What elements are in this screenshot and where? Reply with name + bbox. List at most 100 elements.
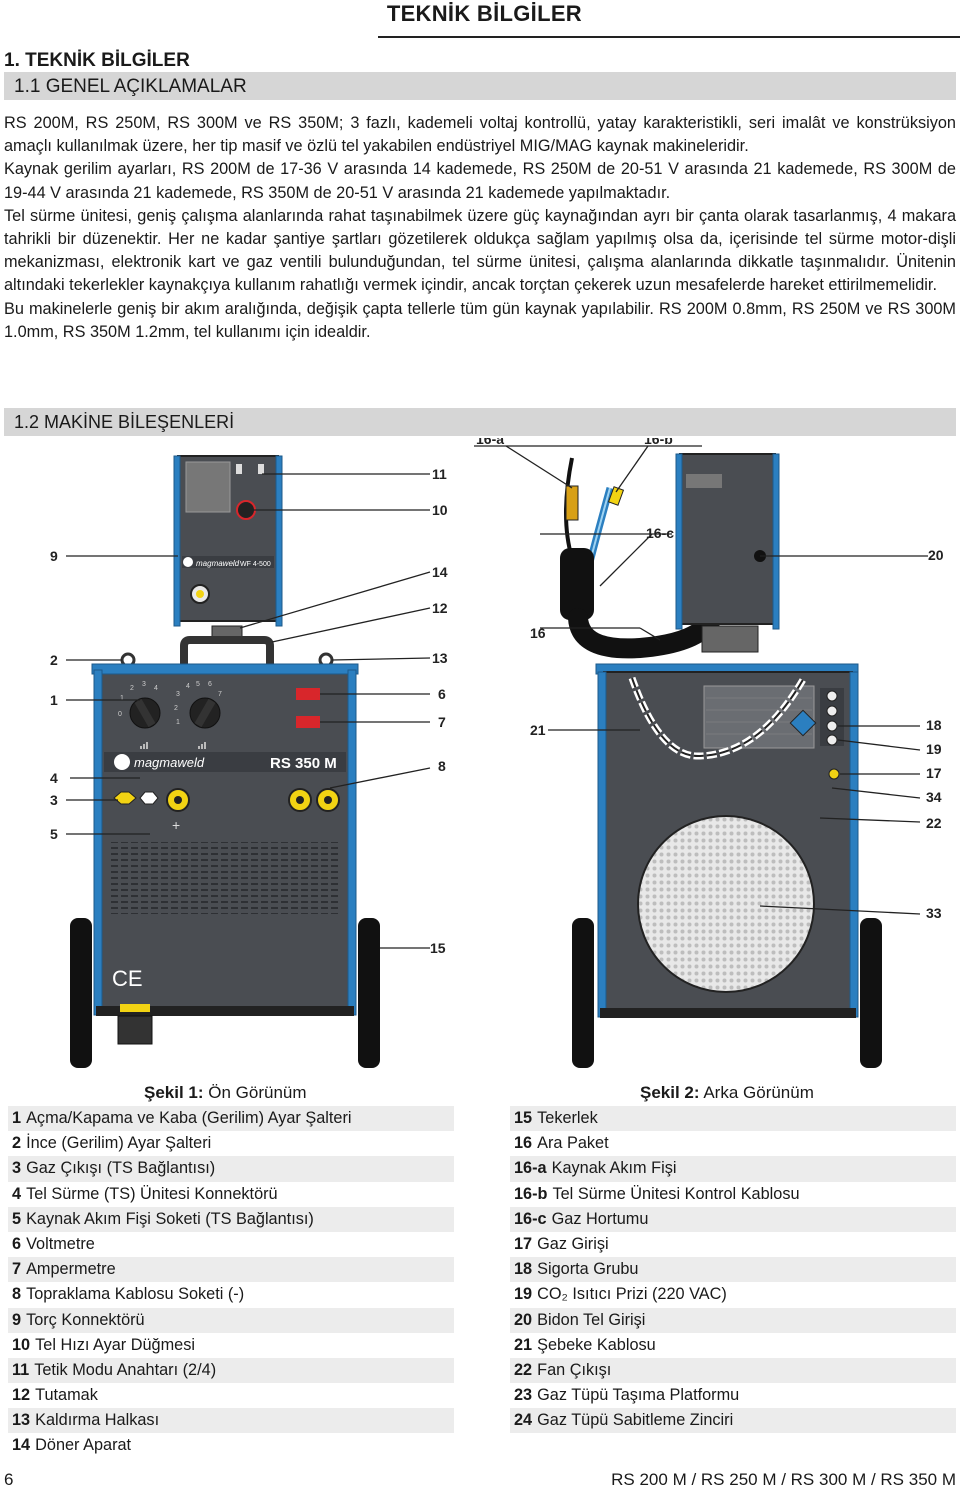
front-view: magmaweld WF 4-500 1 2 3 4 0 5 6 7 3 4 2… <box>70 455 380 1068</box>
front-wheel-left <box>70 918 92 1068</box>
front-brand-text: magmaweld <box>134 755 205 770</box>
rear-caption-label: Şekil 2: <box>640 1083 700 1102</box>
level-indicator-left <box>140 742 148 749</box>
page-header-title: TEKNİK BİLGİLER <box>386 1 582 26</box>
callout-22: 22 <box>926 815 942 831</box>
wf-brand-strip <box>182 556 274 568</box>
dial-digit-l4: 4 <box>154 685 158 692</box>
callout-19: 19 <box>926 741 942 757</box>
callout-20: 20 <box>928 547 944 563</box>
frame-left <box>93 669 103 1016</box>
rear-mount <box>701 625 759 653</box>
rear-caption-text: Arka Görünüm <box>699 1083 814 1102</box>
fan-grille <box>637 815 815 993</box>
machine-figure: magmaweld WF 4-500 1 2 3 4 0 5 6 7 3 4 2… <box>0 438 960 1078</box>
ammeter <box>296 716 320 728</box>
fuse-4 <box>826 734 838 746</box>
wf-logo-icon <box>183 557 193 567</box>
dial-digit-l5: 0 <box>118 711 122 718</box>
dial-digit-r4: 3 <box>176 691 180 698</box>
ce-mark: CE <box>112 966 143 991</box>
paragraph-2: Kaynak gerilim ayarları, RS 200M de 17-3… <box>4 160 956 202</box>
wire-feeder-frame-left <box>173 455 181 627</box>
gas-outlet <box>113 791 137 805</box>
callout-4: 4 <box>50 770 58 786</box>
callout-16b: 16-b <box>644 438 673 447</box>
rear-view-caption: Şekil 2: Arka Görünüm <box>640 1083 814 1103</box>
callout-9: 9 <box>50 548 58 564</box>
wire-feeder-label-plate <box>185 461 231 513</box>
dial-digit-r7: 1 <box>176 719 180 726</box>
callout-8: 8 <box>438 758 446 774</box>
front-logo-icon <box>114 754 130 770</box>
wire-feeder-frame-right <box>275 455 283 627</box>
fuse-2 <box>826 705 838 717</box>
rear-callout-lines <box>474 445 928 915</box>
heater-socket <box>789 709 817 737</box>
front-view-caption: Şekil 1: Ön Görünüm <box>144 1083 307 1103</box>
header-rule <box>378 36 960 38</box>
callout-15: 15 <box>430 940 446 956</box>
dial-digit-r1: 5 <box>196 681 200 688</box>
callout-1: 1 <box>50 692 58 708</box>
cable-plug <box>565 485 579 521</box>
callout-16a: 16-a <box>476 438 504 447</box>
callout-13: 13 <box>432 650 448 666</box>
callout-7: 7 <box>438 714 446 730</box>
front-wheel-right <box>358 918 380 1068</box>
page-number: 6 <box>4 1470 14 1489</box>
dial-digit-r3: 7 <box>218 691 222 698</box>
wf-model-text: WF 4-500 <box>240 561 271 568</box>
callout-2: 2 <box>50 652 58 668</box>
description-text: RS 200M, RS 250M, RS 300M ve RS 350M; 3 … <box>4 112 956 344</box>
svg-text:+: + <box>172 817 180 833</box>
dial-digit-r6: 2 <box>174 705 178 712</box>
page-header: TEKNİK BİLGİLER <box>0 0 960 40</box>
callout-16: 16 <box>530 625 546 641</box>
rear-wf-plate <box>686 474 722 488</box>
dial-digit-l2: 2 <box>130 685 134 692</box>
front-callout-lines <box>66 473 431 949</box>
callout-14: 14 <box>432 564 448 580</box>
rear-view <box>560 453 882 1068</box>
front-foot <box>117 1015 153 1045</box>
callout-3: 3 <box>50 792 58 808</box>
callout-10: 10 <box>432 502 448 518</box>
callout-5: 5 <box>50 826 58 842</box>
dial-digit-r2: 6 <box>208 681 212 688</box>
dial-digit-r5: 4 <box>186 683 190 690</box>
callout-17: 17 <box>926 765 942 781</box>
callout-18: 18 <box>926 717 942 733</box>
paragraph-4: Bu makinelerle geniş bir akım aralığında… <box>4 299 956 341</box>
level-indicator-right <box>198 742 206 749</box>
paragraph-3: Tel sürme ünitesi, geniş çalışma alanlar… <box>4 206 956 295</box>
front-vents <box>110 842 340 914</box>
callout-16c: 16-c <box>646 525 674 541</box>
section-1-1-title: 1.1 GENEL AÇIKLAMALAR <box>4 72 956 100</box>
voltmeter <box>296 688 320 700</box>
footer-models: RS 200 M / RS 250 M / RS 300 M / RS 350 … <box>611 1470 956 1489</box>
front-brand-strip <box>104 752 346 772</box>
rear-wheel-right <box>860 918 882 1068</box>
